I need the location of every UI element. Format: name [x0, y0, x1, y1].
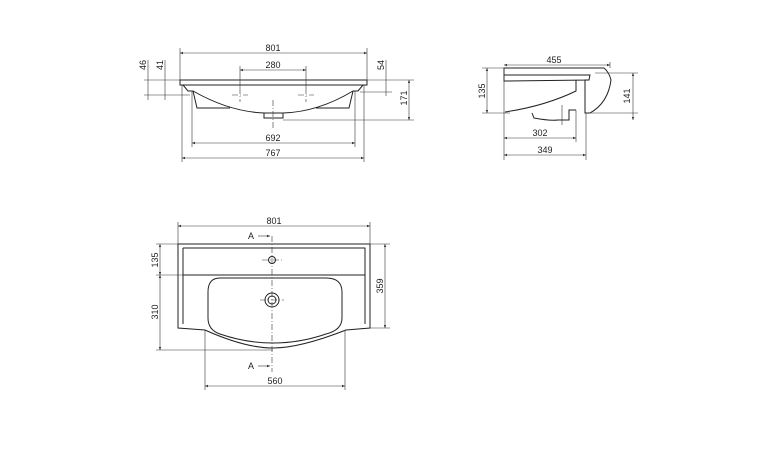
front-skirt [192, 90, 354, 109]
side-slab [503, 74, 591, 82]
dim-801: 801 [265, 43, 280, 53]
dim-359: 359 [375, 278, 385, 293]
dim-455: 455 [546, 55, 561, 65]
plan-outline [177, 243, 371, 349]
dim-302: 302 [532, 128, 547, 138]
side-bowl [504, 80, 577, 121]
dim-171: 171 [399, 90, 409, 105]
plan-rim [182, 247, 366, 324]
dim-349: 349 [537, 145, 552, 155]
section-label-a-bottom: A [248, 361, 254, 371]
dim-560: 560 [267, 376, 282, 386]
dim-801-plan: 801 [266, 216, 281, 226]
side-outline [503, 67, 612, 114]
dim-135-plan: 135 [150, 252, 160, 267]
dim-135: 135 [477, 83, 487, 98]
front-drain [263, 112, 284, 119]
plan-centerlines [260, 236, 284, 372]
dim-280: 280 [265, 60, 280, 70]
front-view: 801 280 692 767 46 41 54 171 [138, 43, 414, 162]
dim-310: 310 [150, 304, 160, 319]
dim-41: 41 [155, 60, 165, 70]
plan-bowl [207, 277, 343, 344]
dim-692: 692 [265, 133, 280, 143]
side-view: 455 135 141 302 349 [477, 55, 638, 160]
dim-46: 46 [138, 60, 148, 70]
dim-141: 141 [622, 88, 632, 103]
plan-view: 801 135 310 359 560 A A [150, 216, 390, 390]
front-slab [179, 79, 368, 86]
front-centerlines [232, 88, 314, 128]
dim-767: 767 [265, 148, 280, 158]
dim-54: 54 [376, 60, 386, 70]
section-label-a-top: A [248, 231, 254, 241]
